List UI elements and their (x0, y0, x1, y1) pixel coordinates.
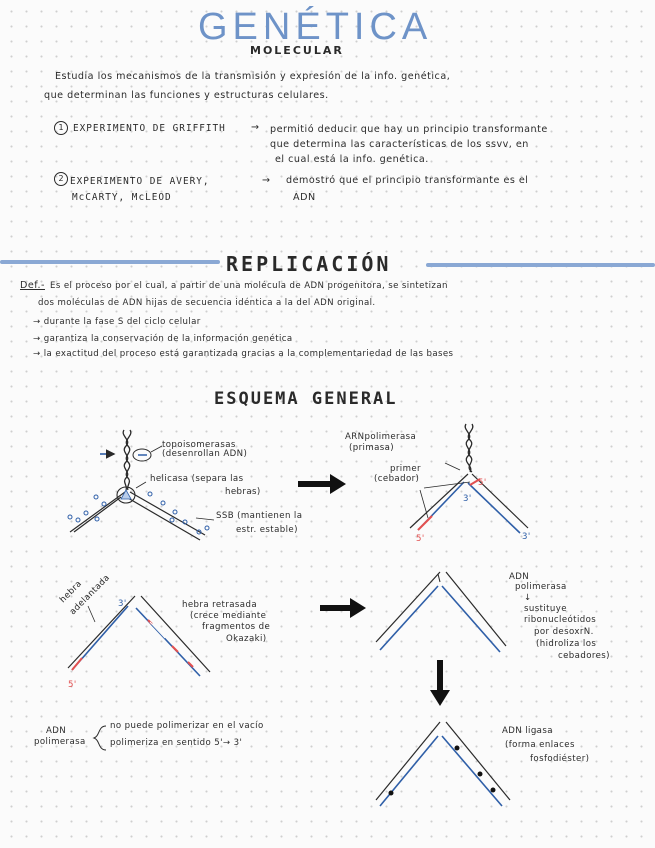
label-hebra-retrasada: hebra retrasada (182, 600, 257, 610)
label-arn-polimerasa: ARNpolimerasa (345, 432, 416, 442)
label-3prime-top: 3' (463, 494, 472, 504)
label-ribonucleotidos: ribonucleótidos (524, 615, 596, 625)
label-5prime-top: 5' (478, 478, 487, 488)
diagram-fork-primase (410, 424, 528, 533)
label-polimerasa-1: polimerasa (515, 582, 567, 592)
diagram-fork-ligase (376, 722, 510, 806)
note-polimerasa: polimerasa (34, 737, 86, 747)
label-down-arrow: ↓ (524, 593, 532, 603)
big-arrow-right-1 (298, 474, 346, 494)
label-3prime: 3' (118, 599, 127, 609)
label-forma-enlaces: (forma enlaces (505, 740, 575, 750)
label-crece-mediante: (crece mediante (190, 611, 266, 621)
label-cebadores: cebadores) (558, 651, 610, 661)
label-sustituye: sustituye (524, 604, 567, 614)
label-por-desoxrn: por desoxrN. (534, 627, 594, 637)
label-helicasa: helicasa (separa las (150, 474, 243, 484)
label-5prime-bottom: 5' (416, 534, 425, 544)
diagram-fork-polymerase (376, 572, 506, 652)
label-adn-1: ADN (509, 572, 529, 582)
label-primer: primer (390, 464, 421, 474)
label-fragmentos: fragmentos de (202, 622, 270, 632)
note-adn: ADN (46, 726, 66, 736)
label-5prime: 5' (68, 680, 77, 690)
label-okazaki: Okazaki) (226, 634, 267, 644)
big-arrow-down (430, 660, 450, 706)
label-ssb-desc: estr. estable) (236, 525, 298, 535)
label-adn-ligasa: ADN ligasa (502, 726, 553, 736)
big-arrow-right-2 (320, 598, 366, 618)
label-fosfodiester: fosfodiéster) (530, 754, 589, 764)
label-primasa: (primasa) (349, 443, 394, 453)
label-ssb: SSB (mantienen la (216, 511, 302, 521)
label-cebador: (cebador) (374, 474, 419, 484)
label-hidroliza: (hidroliza los (536, 639, 596, 649)
note-line-2: polimeriza en sentido 5'→ 3' (110, 738, 242, 748)
label-helicasa-desc: hebras) (225, 487, 261, 497)
label-topoisomerasas-desc: (desenrollan ADN) (162, 449, 247, 459)
note-brace (94, 726, 106, 750)
label-3prime-bottom: 3' (522, 532, 531, 542)
note-line-1: no puede polimerizar en el vacío (110, 721, 264, 731)
